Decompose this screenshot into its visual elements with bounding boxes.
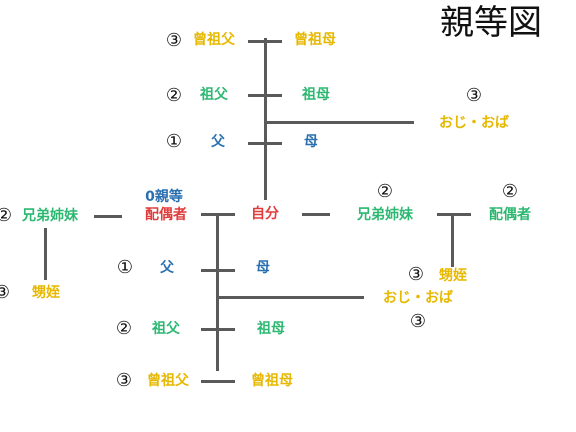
own-nephew-niece-label: 甥姪 bbox=[439, 268, 467, 284]
spouse-father-label: 父 bbox=[160, 260, 174, 276]
spouse-mother-label: 母 bbox=[256, 260, 270, 276]
own-siblings-label: 兄弟姉妹 bbox=[357, 207, 413, 223]
own-sibling-spouse-label: 配偶者 bbox=[489, 207, 531, 223]
spouse-great-grandmother-label: 曾祖母 bbox=[251, 373, 293, 389]
own-ancestor-vertical-line bbox=[264, 38, 267, 200]
own-great-grandmother-label: 曾祖母 bbox=[294, 32, 336, 48]
spouse-parents-connector bbox=[201, 269, 235, 272]
self-siblings-connector bbox=[302, 213, 330, 216]
spouse-great-grandfather-degree: ③ bbox=[115, 370, 133, 391]
own-siblings-degree: ② bbox=[376, 181, 394, 202]
own-great-grandparents-connector bbox=[248, 40, 282, 43]
spouse-nephew-niece-line bbox=[44, 228, 47, 280]
own-uncle-aunt-branch-line bbox=[264, 121, 414, 124]
own-father-degree: ① bbox=[165, 131, 183, 152]
own-great-grandfather-label: 曾祖父 bbox=[193, 32, 235, 48]
own-mother-label: 母 bbox=[304, 134, 318, 150]
diagram-title: 親等図 bbox=[440, 3, 542, 43]
own-uncle-aunt-degree: ③ bbox=[465, 85, 483, 106]
spouse-siblings-label: 兄弟姉妹 bbox=[22, 208, 78, 224]
own-sibling-spouse-connector bbox=[437, 213, 471, 216]
spouse-uncle-aunt-label: おじ・おば bbox=[383, 290, 453, 306]
own-grandfather-degree: ② bbox=[165, 85, 183, 106]
spouse-uncle-aunt-degree: ③ bbox=[409, 311, 427, 332]
own-sibling-spouse-degree: ② bbox=[501, 181, 519, 202]
own-great-grandfather-degree: ③ bbox=[165, 30, 183, 51]
spouse-father-degree: ① bbox=[116, 257, 134, 278]
spouse-great-grandfather-label: 曾祖父 bbox=[147, 373, 189, 389]
spouse-uncle-aunt-branch-line bbox=[216, 296, 364, 299]
spouse-label: 配偶者 bbox=[145, 207, 187, 223]
spouse-grandfather-degree: ② bbox=[115, 318, 133, 339]
spouse-grandparents-connector bbox=[201, 328, 235, 331]
own-grandparents-connector bbox=[248, 94, 282, 97]
spouse-nephew-niece-degree: ③ bbox=[0, 282, 11, 303]
spouse-grandmother-label: 祖母 bbox=[257, 321, 285, 337]
spouse-grandfather-label: 祖父 bbox=[152, 321, 180, 337]
spouse-ancestor-vertical-line bbox=[216, 213, 219, 371]
spouse-siblings-connector bbox=[94, 215, 122, 218]
own-grandfather-label: 祖父 bbox=[200, 87, 228, 103]
own-parents-connector bbox=[248, 142, 282, 145]
own-uncle-aunt-label: おじ・おば bbox=[439, 115, 509, 131]
spouse-nephew-niece-label: 甥姪 bbox=[32, 285, 60, 301]
own-nephew-niece-line bbox=[451, 213, 454, 267]
own-grandmother-label: 祖母 bbox=[302, 87, 330, 103]
spouse-self-connector bbox=[201, 213, 235, 216]
self-label: 自分 bbox=[251, 206, 279, 222]
spouse-siblings-degree: ② bbox=[0, 205, 13, 226]
own-father-label: 父 bbox=[211, 134, 225, 150]
own-nephew-niece-degree: ③ bbox=[407, 264, 425, 285]
spouse-degree-note: 0親等 bbox=[145, 189, 183, 205]
spouse-great-grandparents-connector bbox=[201, 380, 235, 383]
